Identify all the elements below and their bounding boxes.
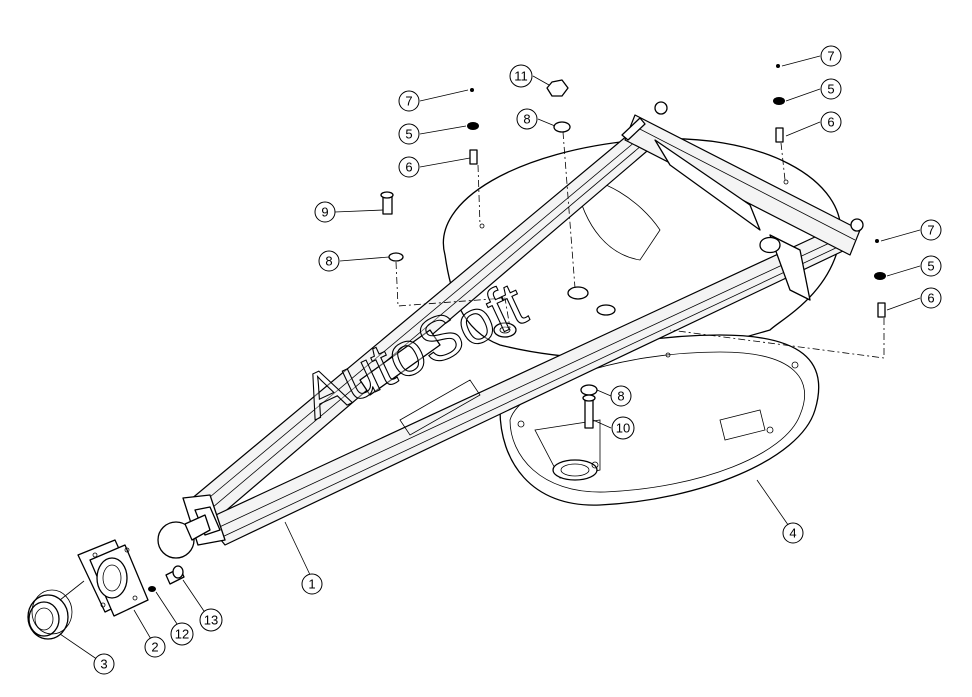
svg-text:6: 6 — [405, 160, 412, 175]
center-bushings — [493, 286, 616, 338]
svg-text:12: 12 — [175, 627, 189, 642]
ball-joint — [157, 514, 211, 559]
part-9-bolt — [380, 191, 394, 215]
callout-7-right: 7 — [920, 219, 942, 241]
callout-4: 4 — [782, 522, 804, 544]
callout-2: 2 — [144, 636, 166, 658]
callout-10: 10 — [611, 416, 635, 440]
svg-text:10: 10 — [616, 421, 630, 436]
callout-6-left: 6 — [398, 156, 420, 178]
part-1-a-frame — [182, 101, 864, 546]
callout-12: 12 — [170, 622, 194, 646]
svg-text:4: 4 — [789, 526, 796, 541]
callout-1: 1 — [301, 573, 323, 595]
hardware-stack-right — [669, 239, 886, 359]
svg-text:7: 7 — [405, 94, 412, 109]
callout-6-right: 6 — [920, 287, 942, 309]
callout-5-right-top: 5 — [820, 78, 842, 100]
callout-11: 11 — [509, 64, 533, 88]
callout-13: 13 — [199, 608, 223, 632]
part-11-nut — [546, 79, 569, 97]
svg-text:13: 13 — [204, 613, 218, 628]
callout-5-right: 5 — [920, 255, 942, 277]
part-3-ring — [27, 589, 73, 640]
part-8-washer-top — [553, 121, 576, 289]
callout-6-right-top: 6 — [820, 111, 842, 133]
part-12-washer — [148, 586, 156, 592]
svg-text:8: 8 — [617, 389, 624, 404]
callout-7-left: 7 — [398, 90, 420, 112]
svg-text:3: 3 — [100, 657, 107, 672]
hardware-stack-right-top — [773, 64, 786, 181]
callout-7-right-top: 7 — [820, 45, 842, 67]
callout-9: 9 — [314, 201, 336, 223]
callout-8-top: 8 — [516, 108, 538, 130]
svg-text:11: 11 — [514, 69, 528, 84]
part-13-bolt — [165, 565, 185, 585]
svg-text:9: 9 — [321, 205, 328, 220]
callout-3: 3 — [93, 653, 115, 675]
svg-text:6: 6 — [827, 115, 834, 130]
svg-text:5: 5 — [827, 82, 834, 97]
svg-text:7: 7 — [827, 49, 834, 64]
part-8-washer-bottom — [580, 384, 598, 396]
svg-text:8: 8 — [523, 112, 530, 127]
callout-5-left: 5 — [398, 123, 420, 145]
svg-text:2: 2 — [151, 640, 158, 655]
part-2-flange — [77, 539, 149, 617]
callout-8-bottom: 8 — [610, 385, 632, 407]
svg-text:5: 5 — [927, 259, 934, 274]
svg-text:1: 1 — [308, 577, 315, 592]
svg-text:7: 7 — [927, 223, 934, 238]
svg-text:6: 6 — [927, 291, 934, 306]
part-10-bolt — [582, 394, 596, 429]
svg-text:8: 8 — [325, 254, 332, 269]
hardware-stack-left — [467, 88, 481, 226]
svg-text:5: 5 — [405, 127, 412, 142]
callout-8-left: 8 — [318, 250, 340, 272]
